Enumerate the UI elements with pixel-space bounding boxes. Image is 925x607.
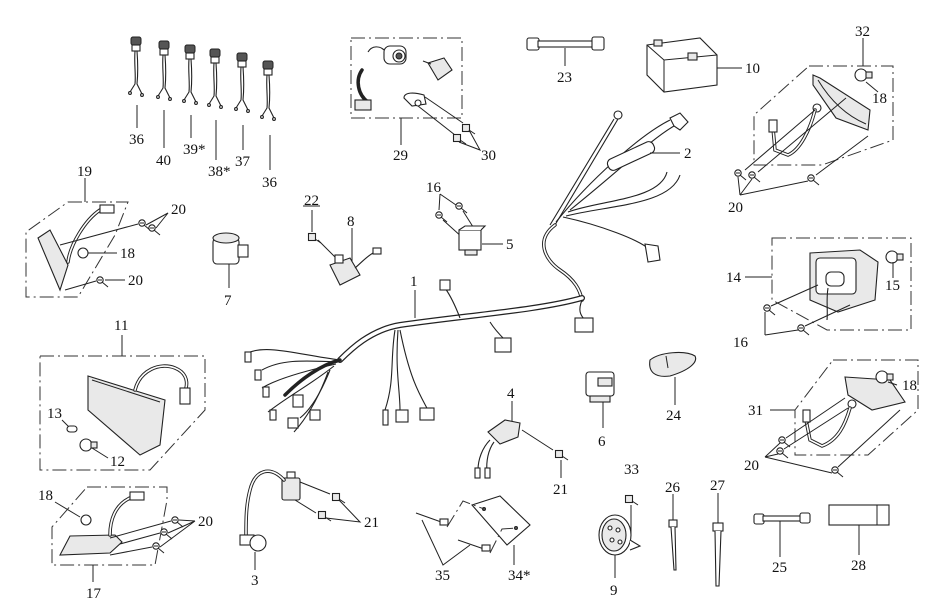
socket-36b [260, 60, 276, 121]
callout-38: 38* [208, 164, 231, 180]
callout-24: 24 [666, 408, 682, 424]
callout-7: 7 [224, 293, 232, 309]
switch-cap [427, 57, 453, 81]
callout-30: 30 [481, 148, 496, 164]
callout-14: 14 [726, 270, 742, 286]
regulator-8: 22 8 [303, 193, 382, 286]
callout-15: 15 [885, 278, 900, 294]
callout-36b: 36 [262, 175, 278, 191]
cable-25: 25 [753, 512, 811, 576]
starter-relay-6: 6 [585, 371, 615, 450]
callout-10: 10 [745, 61, 760, 77]
callout-25: 25 [772, 560, 787, 576]
callout-40: 40 [156, 153, 171, 169]
socket-40 [156, 40, 172, 101]
callout-21b: 21 [553, 482, 568, 498]
callout-21a: 21 [364, 515, 379, 531]
callout-39: 39* [183, 142, 206, 158]
callout-11: 11 [114, 318, 128, 334]
plate-34: 35 34* [415, 495, 531, 584]
callout-16b: 16 [733, 335, 749, 351]
callout-13: 13 [47, 406, 62, 422]
front-left-turn-signal-17: 18 20 17 [38, 486, 213, 602]
ignition-switch-group: 29 30 [350, 37, 496, 164]
flasher-relay-7: 7 [212, 232, 249, 309]
socket-37 [234, 52, 250, 113]
front-right-turn-signal-19: 19 18 20 20 [25, 164, 186, 298]
callout-20e: 20 [198, 514, 213, 530]
callout-20d: 20 [744, 458, 759, 474]
callout-20a: 20 [728, 200, 743, 216]
socket-38 [207, 48, 223, 109]
fuse-subharness-2: 2 [542, 110, 692, 302]
cdi-4: 4 21 [474, 386, 569, 498]
relay-5: 16 5 [426, 180, 514, 256]
callout-26: 26 [665, 480, 681, 496]
tail-light-14: 14 15 16 [726, 237, 912, 351]
callout-9: 9 [610, 583, 618, 599]
callout-1: 1 [410, 274, 418, 290]
callout-20c: 20 [128, 273, 143, 289]
callout-3: 3 [251, 573, 259, 589]
callout-17: 17 [86, 586, 102, 602]
callout-33: 33 [624, 462, 639, 478]
callout-6: 6 [598, 434, 606, 450]
rear-right-turn-signal-32: 32 18 20 [728, 24, 894, 216]
callout-29: 29 [393, 148, 408, 164]
callout-12: 12 [110, 454, 125, 470]
callout-16a: 16 [426, 180, 442, 196]
callout-4: 4 [507, 386, 515, 402]
callout-2: 2 [684, 146, 692, 162]
callout-36a: 36 [129, 132, 145, 148]
callout-22: 22 [304, 193, 319, 209]
callout-18d: 18 [872, 91, 887, 107]
socket-39 [182, 44, 198, 105]
callout-28: 28 [851, 558, 866, 574]
socket-36a [128, 36, 144, 97]
headlight-11: 11 13 12 [39, 318, 206, 471]
callout-18b: 18 [38, 488, 53, 504]
callout-18a: 18 [120, 246, 135, 262]
main-harness-1: 1 [244, 274, 594, 433]
battery-10: 10 [646, 37, 760, 93]
callout-19: 19 [77, 164, 92, 180]
callout-37: 37 [235, 154, 251, 170]
ignition-coil-3: 3 21 [239, 469, 379, 589]
cable-tie-26: 26 [665, 480, 681, 571]
callout-8: 8 [347, 214, 355, 230]
battery-cable-23: 23 [526, 36, 605, 86]
callout-20b: 20 [171, 202, 186, 218]
horn-9: 33 9 [598, 462, 642, 599]
callout-23: 23 [557, 70, 572, 86]
callout-32: 32 [855, 24, 870, 40]
callout-18c: 18 [902, 378, 917, 394]
callout-5: 5 [506, 237, 514, 253]
indicator-sockets-group: 36 40 39* 38* 37 36 [128, 36, 278, 191]
callout-34: 34* [508, 568, 531, 584]
callout-31: 31 [748, 403, 763, 419]
callout-27: 27 [710, 478, 726, 494]
key-24: 24 [649, 351, 697, 424]
callout-35: 35 [435, 568, 450, 584]
cable-tie-27: 27 [710, 478, 726, 587]
rear-left-turn-signal-31: 31 18 20 [744, 359, 919, 478]
strap-28: 28 [828, 504, 890, 574]
